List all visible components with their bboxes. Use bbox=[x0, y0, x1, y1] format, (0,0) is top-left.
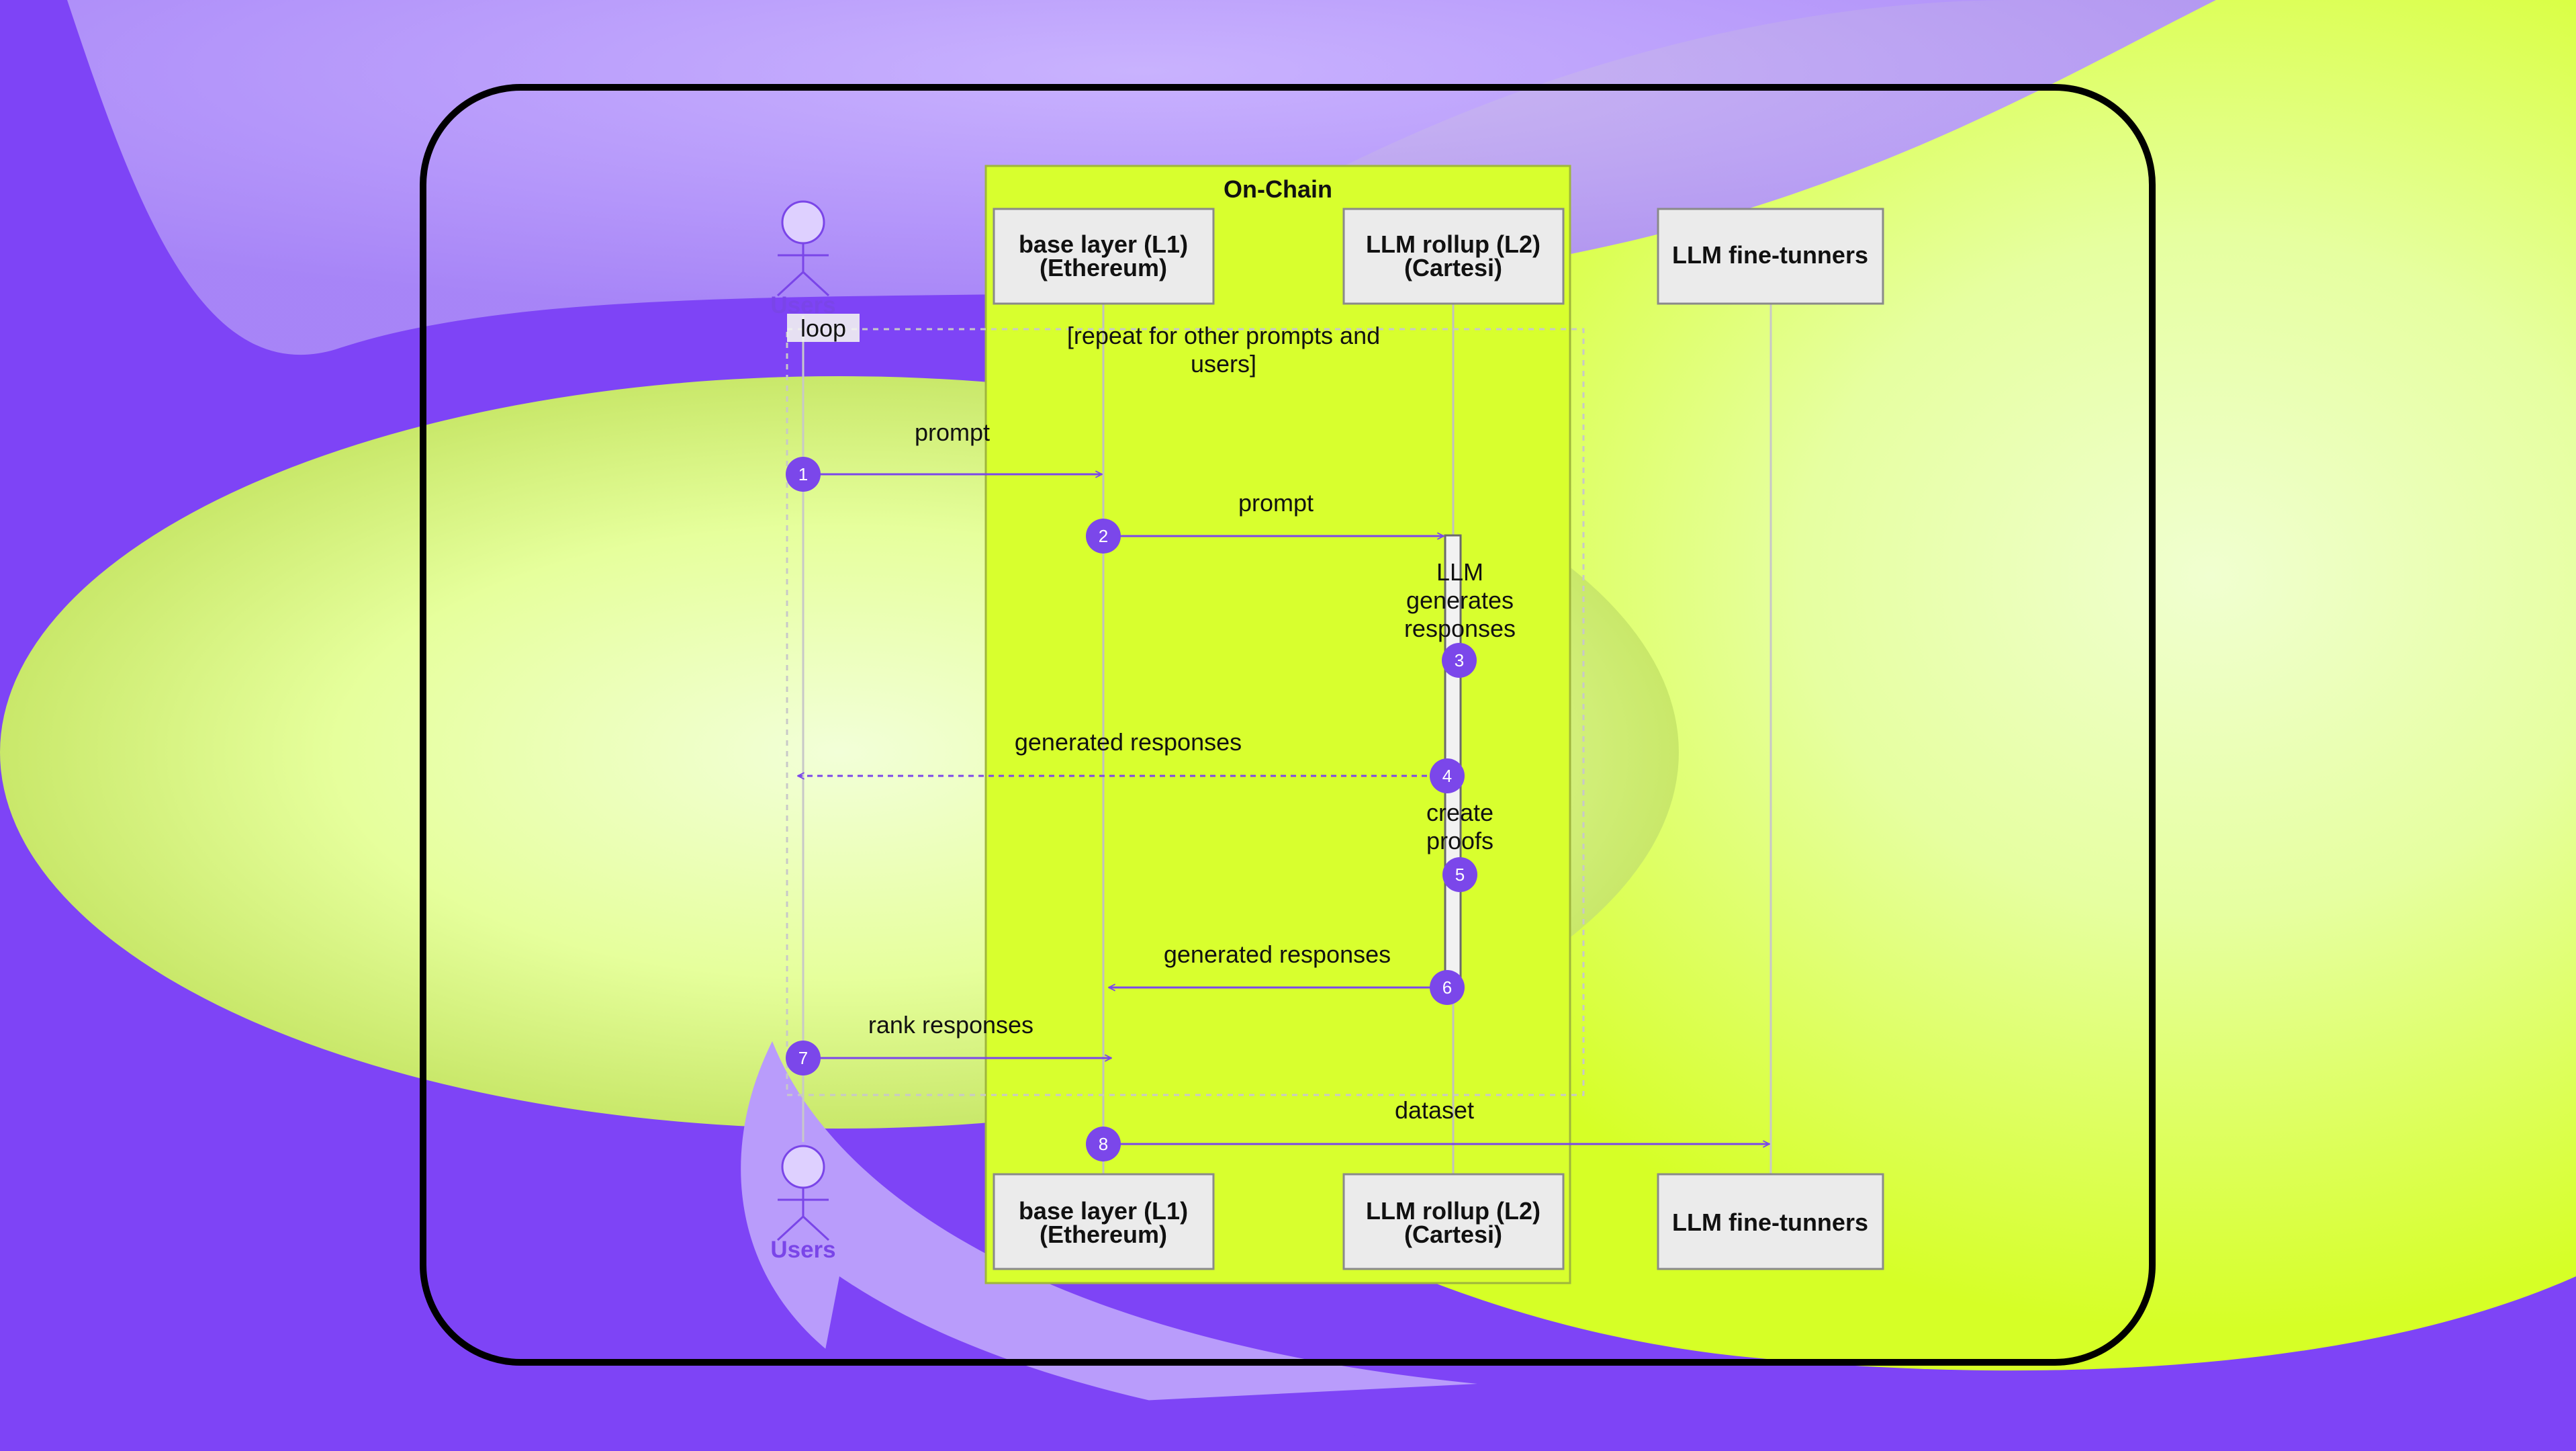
users-actor-top bbox=[776, 200, 830, 297]
loop-frame bbox=[786, 328, 1585, 1096]
step-6-number: 6 bbox=[1442, 977, 1452, 998]
loop-label: loop bbox=[800, 314, 846, 342]
step-8-number: 8 bbox=[1099, 1134, 1108, 1154]
l2-box-top-line2: (Cartesi) bbox=[1404, 254, 1502, 281]
finetuners-box-bottom bbox=[1657, 1173, 1884, 1270]
step-7-badge bbox=[786, 1041, 821, 1075]
finetuners-box-top-label: LLM fine-tunners bbox=[1672, 241, 1868, 269]
loop-tag bbox=[787, 314, 860, 342]
l1-box-bottom bbox=[993, 1173, 1215, 1270]
users-actor-top-head bbox=[781, 200, 825, 245]
step-3-number: 3 bbox=[1455, 650, 1464, 670]
users-actor-bottom bbox=[776, 1145, 830, 1241]
message-2-label: prompt bbox=[1238, 489, 1314, 517]
loop-condition-line1: [repeat for other prompts and bbox=[1067, 322, 1380, 349]
l1-box-top-line2: (Ethereum) bbox=[1040, 254, 1167, 281]
l2-box-bottom bbox=[1342, 1173, 1565, 1270]
loop-condition-line2: users] bbox=[1191, 350, 1256, 378]
step-7-number: 7 bbox=[798, 1048, 808, 1068]
step-5-label-line2: proofs bbox=[1426, 827, 1493, 854]
finetuners-box-bottom-label: LLM fine-tunners bbox=[1672, 1208, 1868, 1236]
step-3-label-line1: LLM bbox=[1436, 558, 1483, 586]
step-8-badge bbox=[1086, 1127, 1121, 1161]
message-1-label: prompt bbox=[915, 419, 990, 446]
step-4-badge bbox=[1430, 758, 1465, 793]
l2-box-top-line1: LLM rollup (L2) bbox=[1366, 230, 1540, 258]
step-3-badge bbox=[1442, 643, 1477, 678]
l2-box-top bbox=[1342, 208, 1565, 305]
step-2-number: 2 bbox=[1099, 526, 1108, 546]
step-2-badge bbox=[1086, 519, 1121, 554]
message-7-label: rank responses bbox=[868, 1011, 1033, 1039]
users-actor-top-label: Users bbox=[770, 292, 835, 318]
step-5-badge bbox=[1442, 857, 1477, 892]
l1-box-top-line1: base layer (L1) bbox=[1019, 230, 1188, 258]
l1-box-bottom-line1: base layer (L1) bbox=[1019, 1197, 1188, 1225]
step-1-badge bbox=[786, 457, 821, 492]
step-3-label-line3: responses bbox=[1404, 615, 1516, 642]
l2-box-bottom-line2: (Cartesi) bbox=[1404, 1221, 1502, 1248]
on-chain-title: On-Chain bbox=[1224, 175, 1332, 203]
users-actor-bottom-label: Users bbox=[770, 1237, 835, 1263]
step-3-label-line2: generates bbox=[1406, 586, 1514, 614]
card-frame bbox=[420, 84, 2156, 1366]
finetuners-box-top bbox=[1657, 208, 1884, 305]
step-5-number: 5 bbox=[1455, 865, 1465, 885]
step-4-number: 4 bbox=[1442, 766, 1452, 786]
step-1-number: 1 bbox=[798, 464, 808, 484]
users-actor-bottom-head bbox=[781, 1145, 825, 1189]
message-4-label: generated responses bbox=[1015, 728, 1242, 756]
on-chain-group bbox=[984, 165, 1571, 1284]
message-8-label: dataset bbox=[1395, 1096, 1474, 1124]
l1-box-bottom-line2: (Ethereum) bbox=[1040, 1221, 1167, 1248]
step-6-badge bbox=[1430, 970, 1465, 1005]
message-6-label: generated responses bbox=[1164, 940, 1391, 968]
l1-box-top bbox=[993, 208, 1215, 305]
l2-box-bottom-line1: LLM rollup (L2) bbox=[1366, 1197, 1540, 1225]
step-5-label-line1: create bbox=[1426, 799, 1493, 826]
